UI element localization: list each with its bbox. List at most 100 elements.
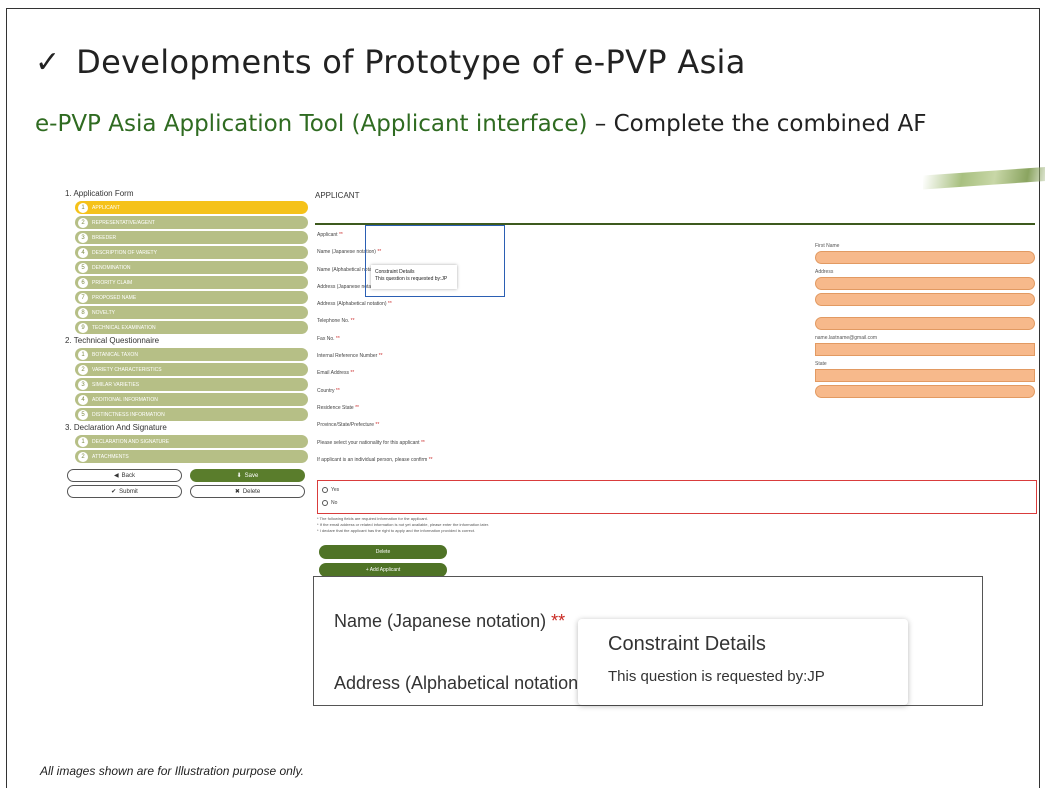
radio-icon xyxy=(322,486,328,493)
step-icon: 2 xyxy=(78,364,88,375)
form-notes: * The following fields are required info… xyxy=(317,516,1037,534)
constraint-tooltip: Constraint Details This question is requ… xyxy=(578,619,908,705)
delete-applicant-button[interactable]: Delete xyxy=(319,545,447,559)
required-mark: ** xyxy=(551,611,566,631)
step-icon: 9 xyxy=(78,322,88,333)
leaf-decoration xyxy=(923,166,1045,190)
question-label: Country ** xyxy=(317,387,340,394)
step-icon: 7 xyxy=(78,292,88,303)
check-icon: ✔ xyxy=(111,489,117,495)
step-icon: 2 xyxy=(78,217,88,228)
radio-option-yes[interactable]: Yes xyxy=(322,484,1032,497)
question-label: Name (Japanese notation) ** xyxy=(317,249,382,256)
question-label: Email Address ** xyxy=(317,370,355,377)
form-title: APPLICANT xyxy=(315,191,360,200)
delete-icon: ✖ xyxy=(234,489,240,495)
step-icon: 3 xyxy=(78,379,88,390)
country-select[interactable] xyxy=(815,343,1035,356)
note-line: * I declare that the applicant has the r… xyxy=(317,528,476,533)
step-icon: 1 xyxy=(78,202,88,213)
question-label: Fax No. ** xyxy=(317,335,340,342)
step-icon: 5 xyxy=(78,409,88,420)
step-icon: 4 xyxy=(78,247,88,258)
submit-button[interactable]: ✔Submit xyxy=(67,485,182,498)
form-title-divider xyxy=(315,223,1035,225)
delete-button[interactable]: ✖Delete xyxy=(190,485,305,498)
slide-title: Developments of Prototype of e-PVP Asia xyxy=(76,43,746,81)
step-icon: 2 xyxy=(78,451,88,462)
question-list: Applicant ** Name (Japanese notation) **… xyxy=(317,227,817,469)
step-icon: 8 xyxy=(78,307,88,318)
question-label: If applicant is an individual person, pl… xyxy=(317,456,433,463)
applicant-form: APPLICANT Applicant ** Name (Japanese no… xyxy=(313,166,1045,581)
step-icon: 6 xyxy=(78,277,88,288)
step-icon: 1 xyxy=(78,436,88,447)
telephone-input[interactable] xyxy=(815,317,1035,330)
tooltip-title: Constraint Details xyxy=(608,633,766,655)
save-icon: ⬇ xyxy=(236,473,242,479)
back-arrow-icon: ◀ xyxy=(114,473,119,479)
question-label: Internal Reference Number ** xyxy=(317,353,383,360)
question-label: Address (Alphabetical notation) ** xyxy=(317,301,392,308)
question-label: Residence State ** xyxy=(317,404,359,411)
zoom-field-label: Name (Japanese notation) ** xyxy=(334,611,566,631)
section-heading-technical-questionnaire: 2. Technical Questionnaire xyxy=(65,336,160,345)
residence-state-select[interactable] xyxy=(815,369,1035,382)
province-input[interactable] xyxy=(815,385,1035,398)
highlight-box xyxy=(365,225,505,297)
question-label: Telephone No. ** xyxy=(317,318,355,325)
step-icon: 5 xyxy=(78,262,88,273)
footnote: All images shown are for Illustration pu… xyxy=(40,764,304,778)
step-icon: 1 xyxy=(78,349,88,360)
back-button[interactable]: ◀Back xyxy=(67,469,182,482)
section-heading-application-form: 1. Application Form xyxy=(65,189,134,198)
individual-radio-group: Yes No xyxy=(317,480,1037,514)
question-label: Province/State/Prefecture ** xyxy=(317,422,380,429)
mini-constraint-tooltip: Constraint Details This question is requ… xyxy=(371,265,457,289)
form-controls: ◀Back ⬇Save ✔Submit ✖Delete xyxy=(67,469,308,498)
email-hint: name.lastname@gmail.com xyxy=(815,335,878,341)
state-label: State xyxy=(815,361,827,367)
note-line: * If the email address or related inform… xyxy=(317,522,490,527)
radio-icon xyxy=(322,499,328,506)
note-line: * The following fields are required info… xyxy=(317,516,428,521)
name-input[interactable] xyxy=(815,251,1035,264)
subtitle-tool-name: e-PVP Asia Application Tool (Applicant i… xyxy=(35,111,588,137)
section-heading-declaration: 3. Declaration And Signature xyxy=(65,423,167,432)
address-alphabetical-input[interactable] xyxy=(815,293,1035,306)
address-input[interactable] xyxy=(815,277,1035,290)
radio-option-no[interactable]: No xyxy=(322,497,1032,510)
checkmark-icon: ✓ xyxy=(35,44,61,80)
zoomed-callout: Name (Japanese notation) ** Address (Alp… xyxy=(313,576,983,706)
input-column: First Name Address name.lastname@gmail.c… xyxy=(815,241,1035,401)
step-icon: 4 xyxy=(78,394,88,405)
save-button[interactable]: ⬇Save xyxy=(190,469,305,482)
address-label: Address xyxy=(815,269,834,275)
subtitle-task: – Complete the combined AF xyxy=(587,111,927,137)
question-label: Please select your nationality for this … xyxy=(317,439,425,446)
slide-subtitle: e-PVP Asia Application Tool (Applicant i… xyxy=(35,111,927,137)
zoom-field-label-2: Address (Alphabetical notation) xyxy=(334,673,578,693)
add-applicant-button[interactable]: + Add Applicant xyxy=(319,563,447,577)
first-name-label: First Name xyxy=(815,243,840,249)
tooltip-body: This question is requested by:JP xyxy=(608,668,825,685)
slide-title-row: ✓ Developments of Prototype of e-PVP Asi… xyxy=(35,43,746,81)
